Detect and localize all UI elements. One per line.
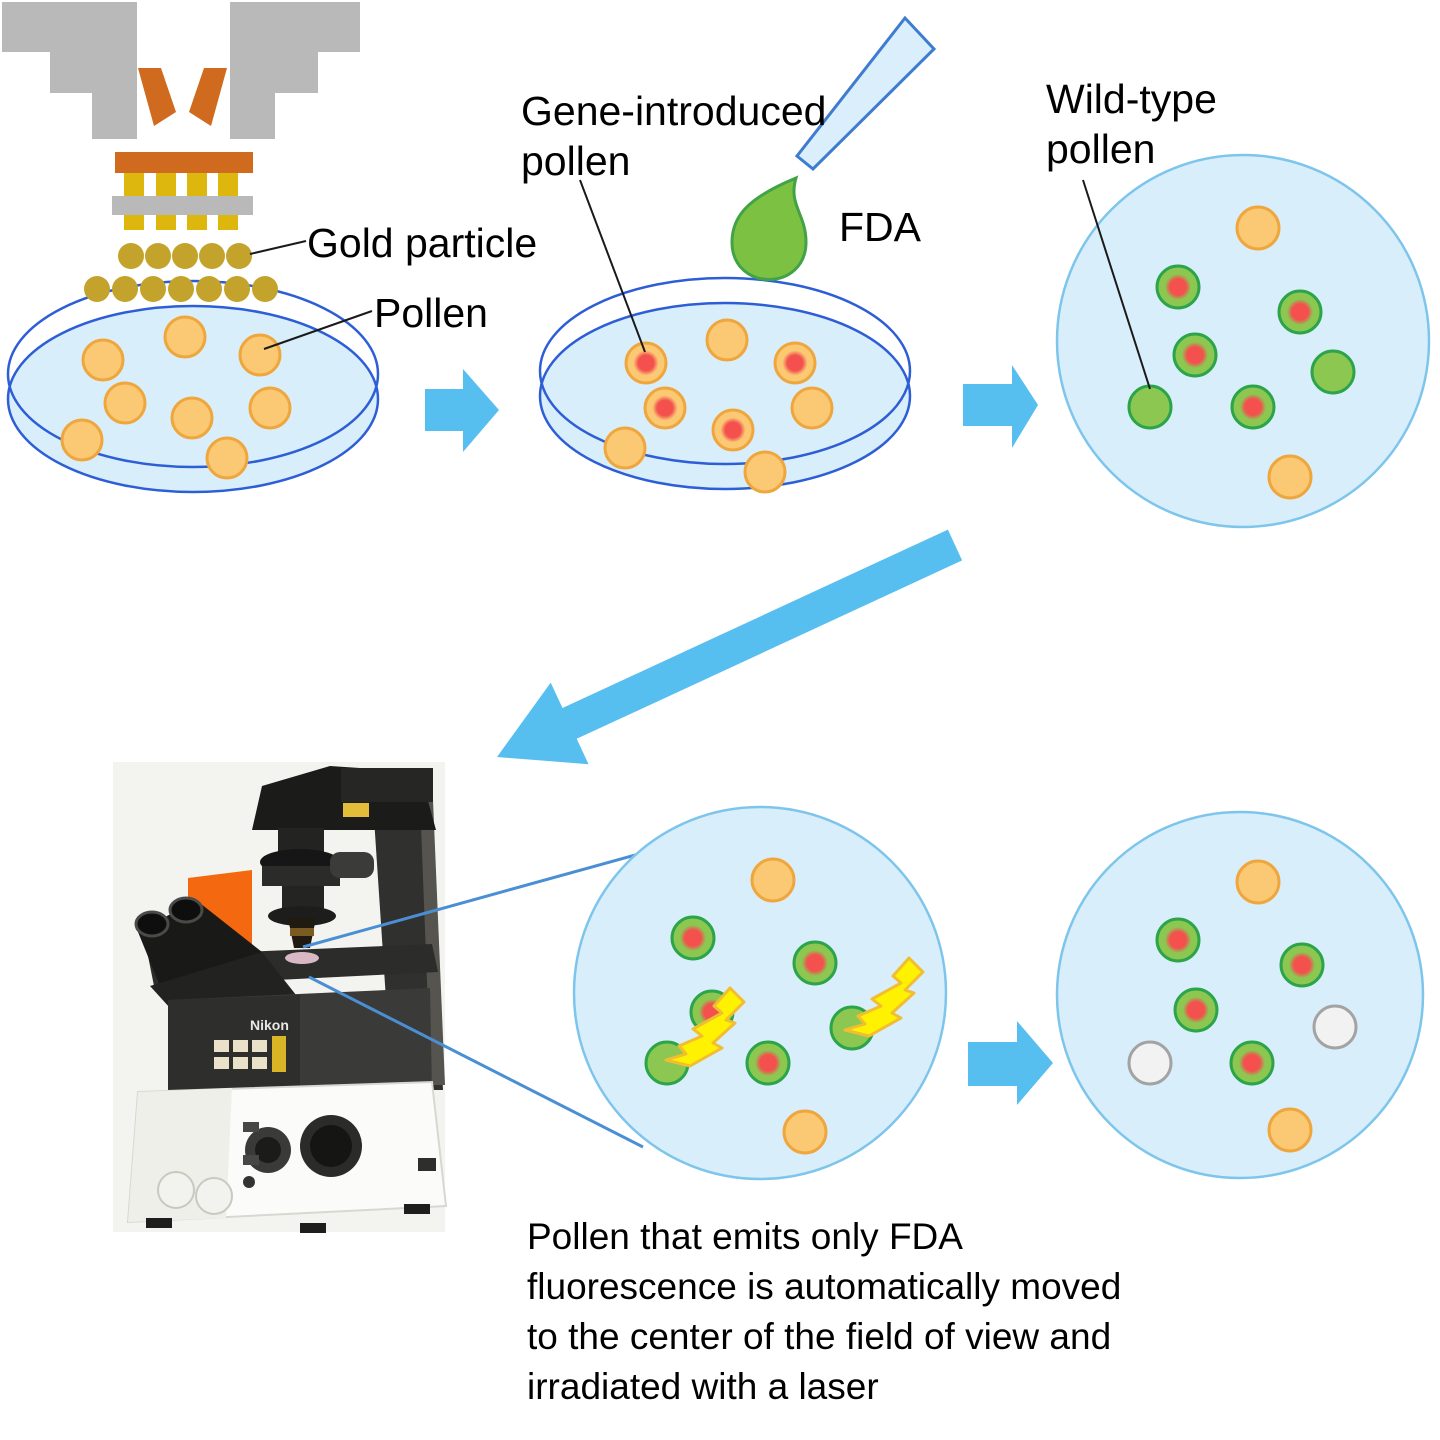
- pollen-grain: [750, 857, 796, 903]
- flow-arrow-diagonal: [497, 529, 963, 765]
- gold-dot: [84, 276, 110, 302]
- nikon-logo: Nikon: [250, 1017, 289, 1033]
- dish1-pollen: [60, 315, 292, 480]
- caption-line-2: fluorescence is automatically moved: [527, 1266, 1122, 1307]
- gold-dot: [252, 276, 278, 302]
- microscope-photo: Nikon: [113, 762, 448, 1233]
- gold-dot: [112, 276, 138, 302]
- after-irradiation-panel: [1055, 810, 1425, 1180]
- flow-arrow-1: [425, 369, 499, 452]
- fda-label: FDA: [839, 204, 921, 250]
- pollen-grain-wild-type: [1127, 384, 1173, 430]
- pollen-grain: [103, 381, 147, 425]
- gene-introduced-label-line2: pollen: [521, 138, 631, 184]
- wild-type-label: Wild-type pollen: [1046, 74, 1217, 174]
- gold-particles: [84, 243, 278, 302]
- pollen-grain: [782, 1109, 828, 1155]
- gold-dot: [140, 276, 166, 302]
- pollen-grain: [743, 450, 787, 494]
- fda-droplet-icon: [730, 175, 808, 281]
- laser-irradiation-panel: [572, 805, 948, 1181]
- leader-pollen: [263, 310, 373, 350]
- gene-introduced-label: Gene-introduced pollen: [521, 86, 826, 186]
- gold-dot: [145, 243, 171, 269]
- figure-caption: Pollen that emits only FDA fluorescence …: [527, 1212, 1121, 1412]
- pollen-grain: [1267, 454, 1313, 500]
- filter-buttons: [214, 1036, 286, 1072]
- callout-line-bottom: [308, 975, 644, 1149]
- pollen-grain: [1235, 205, 1281, 251]
- wild-type-label-line1: Wild-type: [1046, 76, 1217, 122]
- callout-line-top: [302, 850, 647, 949]
- pollen-grain: [705, 318, 749, 362]
- leader-gene-introduced: [579, 179, 646, 353]
- gold-dot: [118, 243, 144, 269]
- dish2-pollen: [603, 318, 834, 494]
- gold-dot: [196, 276, 222, 302]
- pollen-grain: [1267, 1107, 1313, 1153]
- stained-pollen-panel: [1055, 153, 1431, 529]
- gold-dot: [168, 276, 194, 302]
- gold-dot: [172, 243, 198, 269]
- pollen-grain-bleached: [1127, 1040, 1173, 1086]
- pollen-grain: [238, 333, 282, 377]
- gene-gun-right-blade: [189, 68, 227, 126]
- pollen-grain: [1235, 859, 1281, 905]
- pollen-grain-bleached: [1312, 1004, 1358, 1050]
- petri-dish-2: [538, 276, 912, 491]
- magnification-callout-lines: [302, 850, 647, 1149]
- flow-arrow-2: [963, 365, 1038, 448]
- pollen-grain: [603, 426, 647, 470]
- caption-line-1: Pollen that emits only FDA: [527, 1216, 963, 1257]
- leader-gold-particle: [249, 240, 307, 255]
- wild-type-label-line2: pollen: [1046, 126, 1156, 172]
- leader-wild-type: [1082, 179, 1151, 390]
- specimen-dish: [285, 952, 319, 964]
- pollen-grain-wild-type: [1310, 349, 1356, 395]
- gene-gun-icon: [2, 2, 360, 230]
- gold-dot: [226, 243, 252, 269]
- gold-particle-label: Gold particle: [307, 220, 538, 266]
- pollen-grain: [205, 436, 249, 480]
- pollen-grain: [60, 418, 104, 462]
- pipette-icon: [794, 15, 937, 172]
- pollen-grain: [248, 386, 292, 430]
- pollen-grain: [170, 396, 214, 440]
- gene-marker-cores: [633, 350, 808, 443]
- label-leader-lines: [249, 179, 1151, 390]
- pollen-grain: [790, 386, 834, 430]
- pollen-label: Pollen: [374, 290, 488, 336]
- petri-dish-1: [6, 279, 380, 494]
- gene-gun-stopping-screen: [112, 196, 253, 215]
- gene-gun-left-blade: [138, 68, 176, 126]
- gold-dot: [224, 276, 250, 302]
- caption-line-3: to the center of the field of view and: [527, 1316, 1112, 1357]
- gene-gun-left-housing: [2, 2, 137, 139]
- gene-introduced-label-line1: Gene-introduced: [521, 88, 827, 134]
- flow-arrow-3: [968, 1021, 1053, 1105]
- gene-gun-macrocarrier: [115, 152, 253, 173]
- pollen-grain: [81, 338, 125, 382]
- gene-gun-right-housing: [230, 2, 360, 139]
- caption-line-4: irradiated with a laser: [527, 1366, 879, 1407]
- gold-dot: [199, 243, 225, 269]
- pollen-grain: [163, 315, 207, 359]
